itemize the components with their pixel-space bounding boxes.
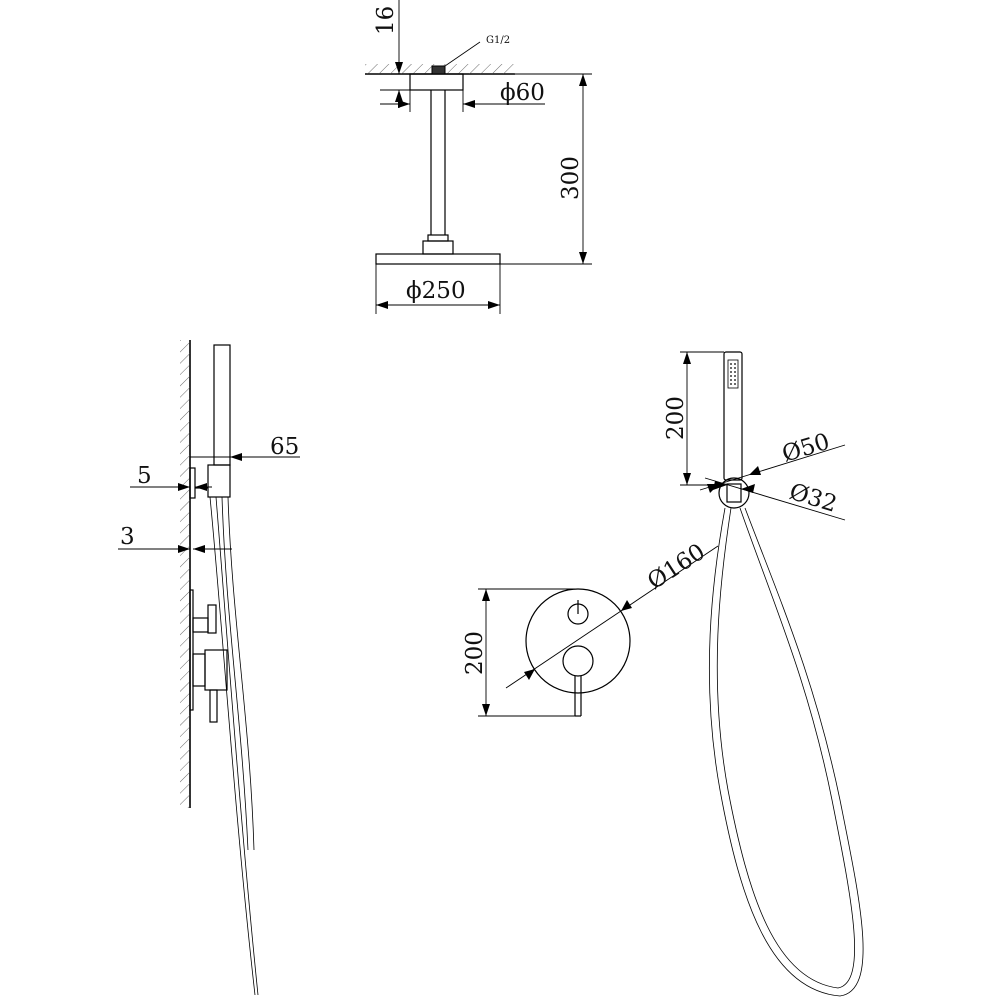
dim-250-label: ϕ250 (406, 278, 466, 304)
lever-base (192, 653, 206, 687)
dim-160-arrow-right (621, 600, 632, 611)
spray-face (727, 359, 739, 389)
dim-160-label: Ø160 (643, 539, 710, 595)
flange (409, 73, 464, 91)
lever-handle (209, 689, 218, 723)
wall-hatch (180, 340, 190, 808)
hand-shower-handle (723, 351, 743, 481)
dim-3-arrow-right (193, 545, 205, 553)
dim-250-arrow-right (488, 301, 500, 309)
dim-50-label: Ø50 (779, 429, 833, 468)
dim-5-arrow-right (195, 483, 207, 491)
thread-label: G1/2 (486, 35, 510, 46)
dim-160-arrow-left (524, 669, 535, 680)
dim-5-label: 5 (137, 463, 152, 489)
holder-outer-circle (718, 477, 750, 509)
head-connector (422, 240, 454, 255)
dim-300-arrow-bottom (579, 252, 587, 264)
dim-200m-arrow-bottom (482, 704, 490, 716)
dim-200h-label: 200 (663, 396, 689, 440)
head-connector-top (427, 234, 449, 242)
hand-shower-view: 200 Ø50 Ø32 (663, 351, 864, 997)
dim-60-arrow-right (463, 100, 475, 108)
dim-3-label: 3 (120, 524, 135, 550)
thread-stub (431, 65, 446, 75)
dim-32-label: Ø32 (786, 479, 840, 518)
dim-200m-arrow-top (482, 589, 490, 601)
mixer-plate (189, 589, 194, 711)
spray-nozzles (730, 363, 736, 385)
holder-plate (189, 467, 196, 499)
hose-right-outer (221, 496, 249, 851)
holder-inner (726, 483, 742, 503)
holder-bracket (207, 464, 231, 498)
dim-65-arrow (230, 453, 242, 461)
dim-200m-label: 200 (462, 631, 488, 675)
hose-left-inner (215, 496, 259, 996)
thread-leader-line (444, 41, 481, 67)
dim-65-label: 65 (270, 434, 299, 460)
handset-body (213, 344, 231, 466)
dim-3-arrow-left (178, 545, 190, 553)
dim-300-arrow-top (579, 74, 587, 86)
dim-5-arrow-left (178, 483, 190, 491)
dim-60-arrow-left (398, 100, 410, 108)
dim-16-arrow-bottom (395, 90, 403, 102)
dim-16-label: 16 (373, 6, 399, 35)
shower-head (375, 253, 501, 265)
hose-loop-outer (709, 507, 864, 997)
dim-50-arrow-right (749, 466, 761, 475)
dim-200h-arrow-top (683, 352, 691, 364)
dim-50-line (699, 444, 846, 491)
dim-16-arrow-top (395, 62, 403, 74)
dim-32-line (704, 477, 846, 521)
dim-160-line (505, 545, 719, 689)
lever-hub-circle (562, 645, 594, 677)
hose-left-outer (209, 496, 256, 996)
dim-60-label: ϕ60 (500, 80, 545, 106)
dim-200h-arrow-bottom (683, 473, 691, 485)
dim-250-arrow-left (376, 301, 388, 309)
ceiling-arm-view: G1/2 16 ϕ60 300 (365, 0, 592, 314)
dim-32-arrow-right (741, 484, 755, 493)
mixer-front-view: 200 Ø160 (462, 539, 719, 717)
hose-right-inner (227, 496, 255, 851)
hose-loop-inner (716, 507, 856, 989)
diverter-stem (192, 617, 209, 633)
diverter-knob (207, 604, 217, 634)
dim-300-label: 300 (558, 156, 584, 200)
side-view: 65 5 3 (118, 340, 300, 996)
dim-32-arrow-left (713, 481, 727, 490)
